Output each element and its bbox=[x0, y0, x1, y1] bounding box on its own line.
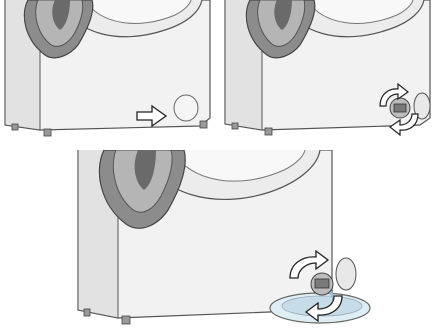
washer-foot bbox=[122, 316, 130, 324]
washer-foot bbox=[12, 124, 18, 130]
washer-foot bbox=[84, 309, 90, 316]
washer-foot bbox=[265, 128, 272, 135]
washer-illustration-2 bbox=[222, 0, 433, 140]
filter-grip bbox=[394, 104, 406, 112]
step-2-unscrew-filter bbox=[222, 0, 433, 140]
step-3-drain-into-tray bbox=[70, 150, 375, 332]
washer-illustration-1 bbox=[0, 0, 215, 140]
washer-foot bbox=[200, 121, 207, 128]
filter-cover bbox=[174, 95, 198, 121]
filter-cover-open bbox=[336, 258, 356, 290]
washer-foot bbox=[232, 123, 238, 129]
filter-grip bbox=[315, 279, 329, 288]
step-1-open-filter-cover bbox=[0, 0, 215, 140]
washer-illustration-3 bbox=[70, 150, 375, 332]
washer-foot bbox=[44, 129, 51, 136]
